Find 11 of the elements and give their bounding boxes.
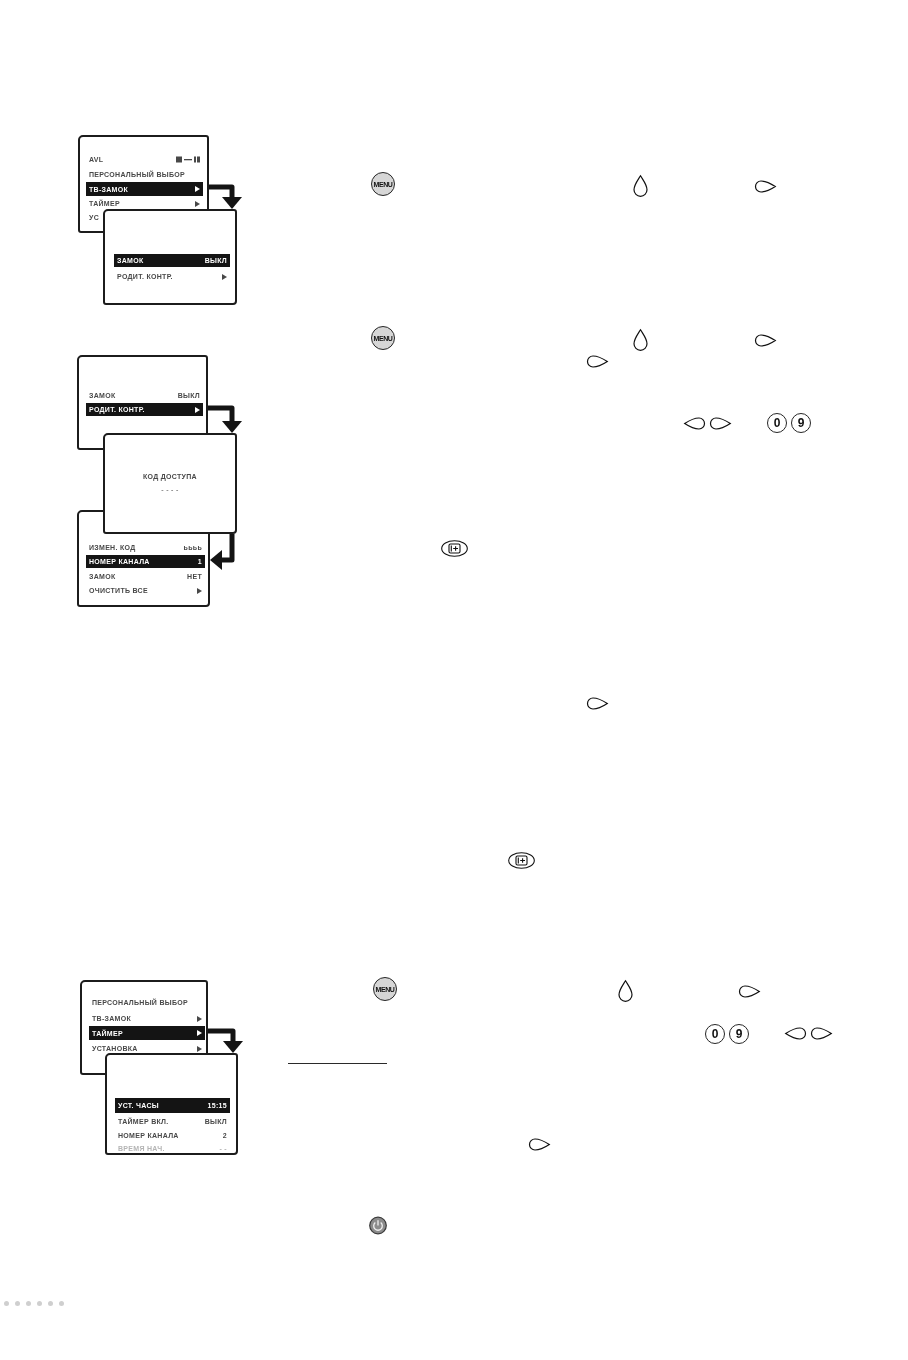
code-entry-dialog xyxy=(103,433,237,534)
overlay-menu xyxy=(103,209,237,305)
flow-arrow xyxy=(209,184,242,209)
digit-key: 0 xyxy=(705,1024,725,1044)
flow-arrow xyxy=(208,405,242,433)
digit-key: 9 xyxy=(729,1024,749,1044)
flow-arrow xyxy=(208,1028,243,1053)
flow-arrow xyxy=(210,534,235,570)
digit-key: 9 xyxy=(791,413,811,433)
digit-key: 0 xyxy=(767,413,787,433)
overlay-menu xyxy=(105,1053,238,1155)
